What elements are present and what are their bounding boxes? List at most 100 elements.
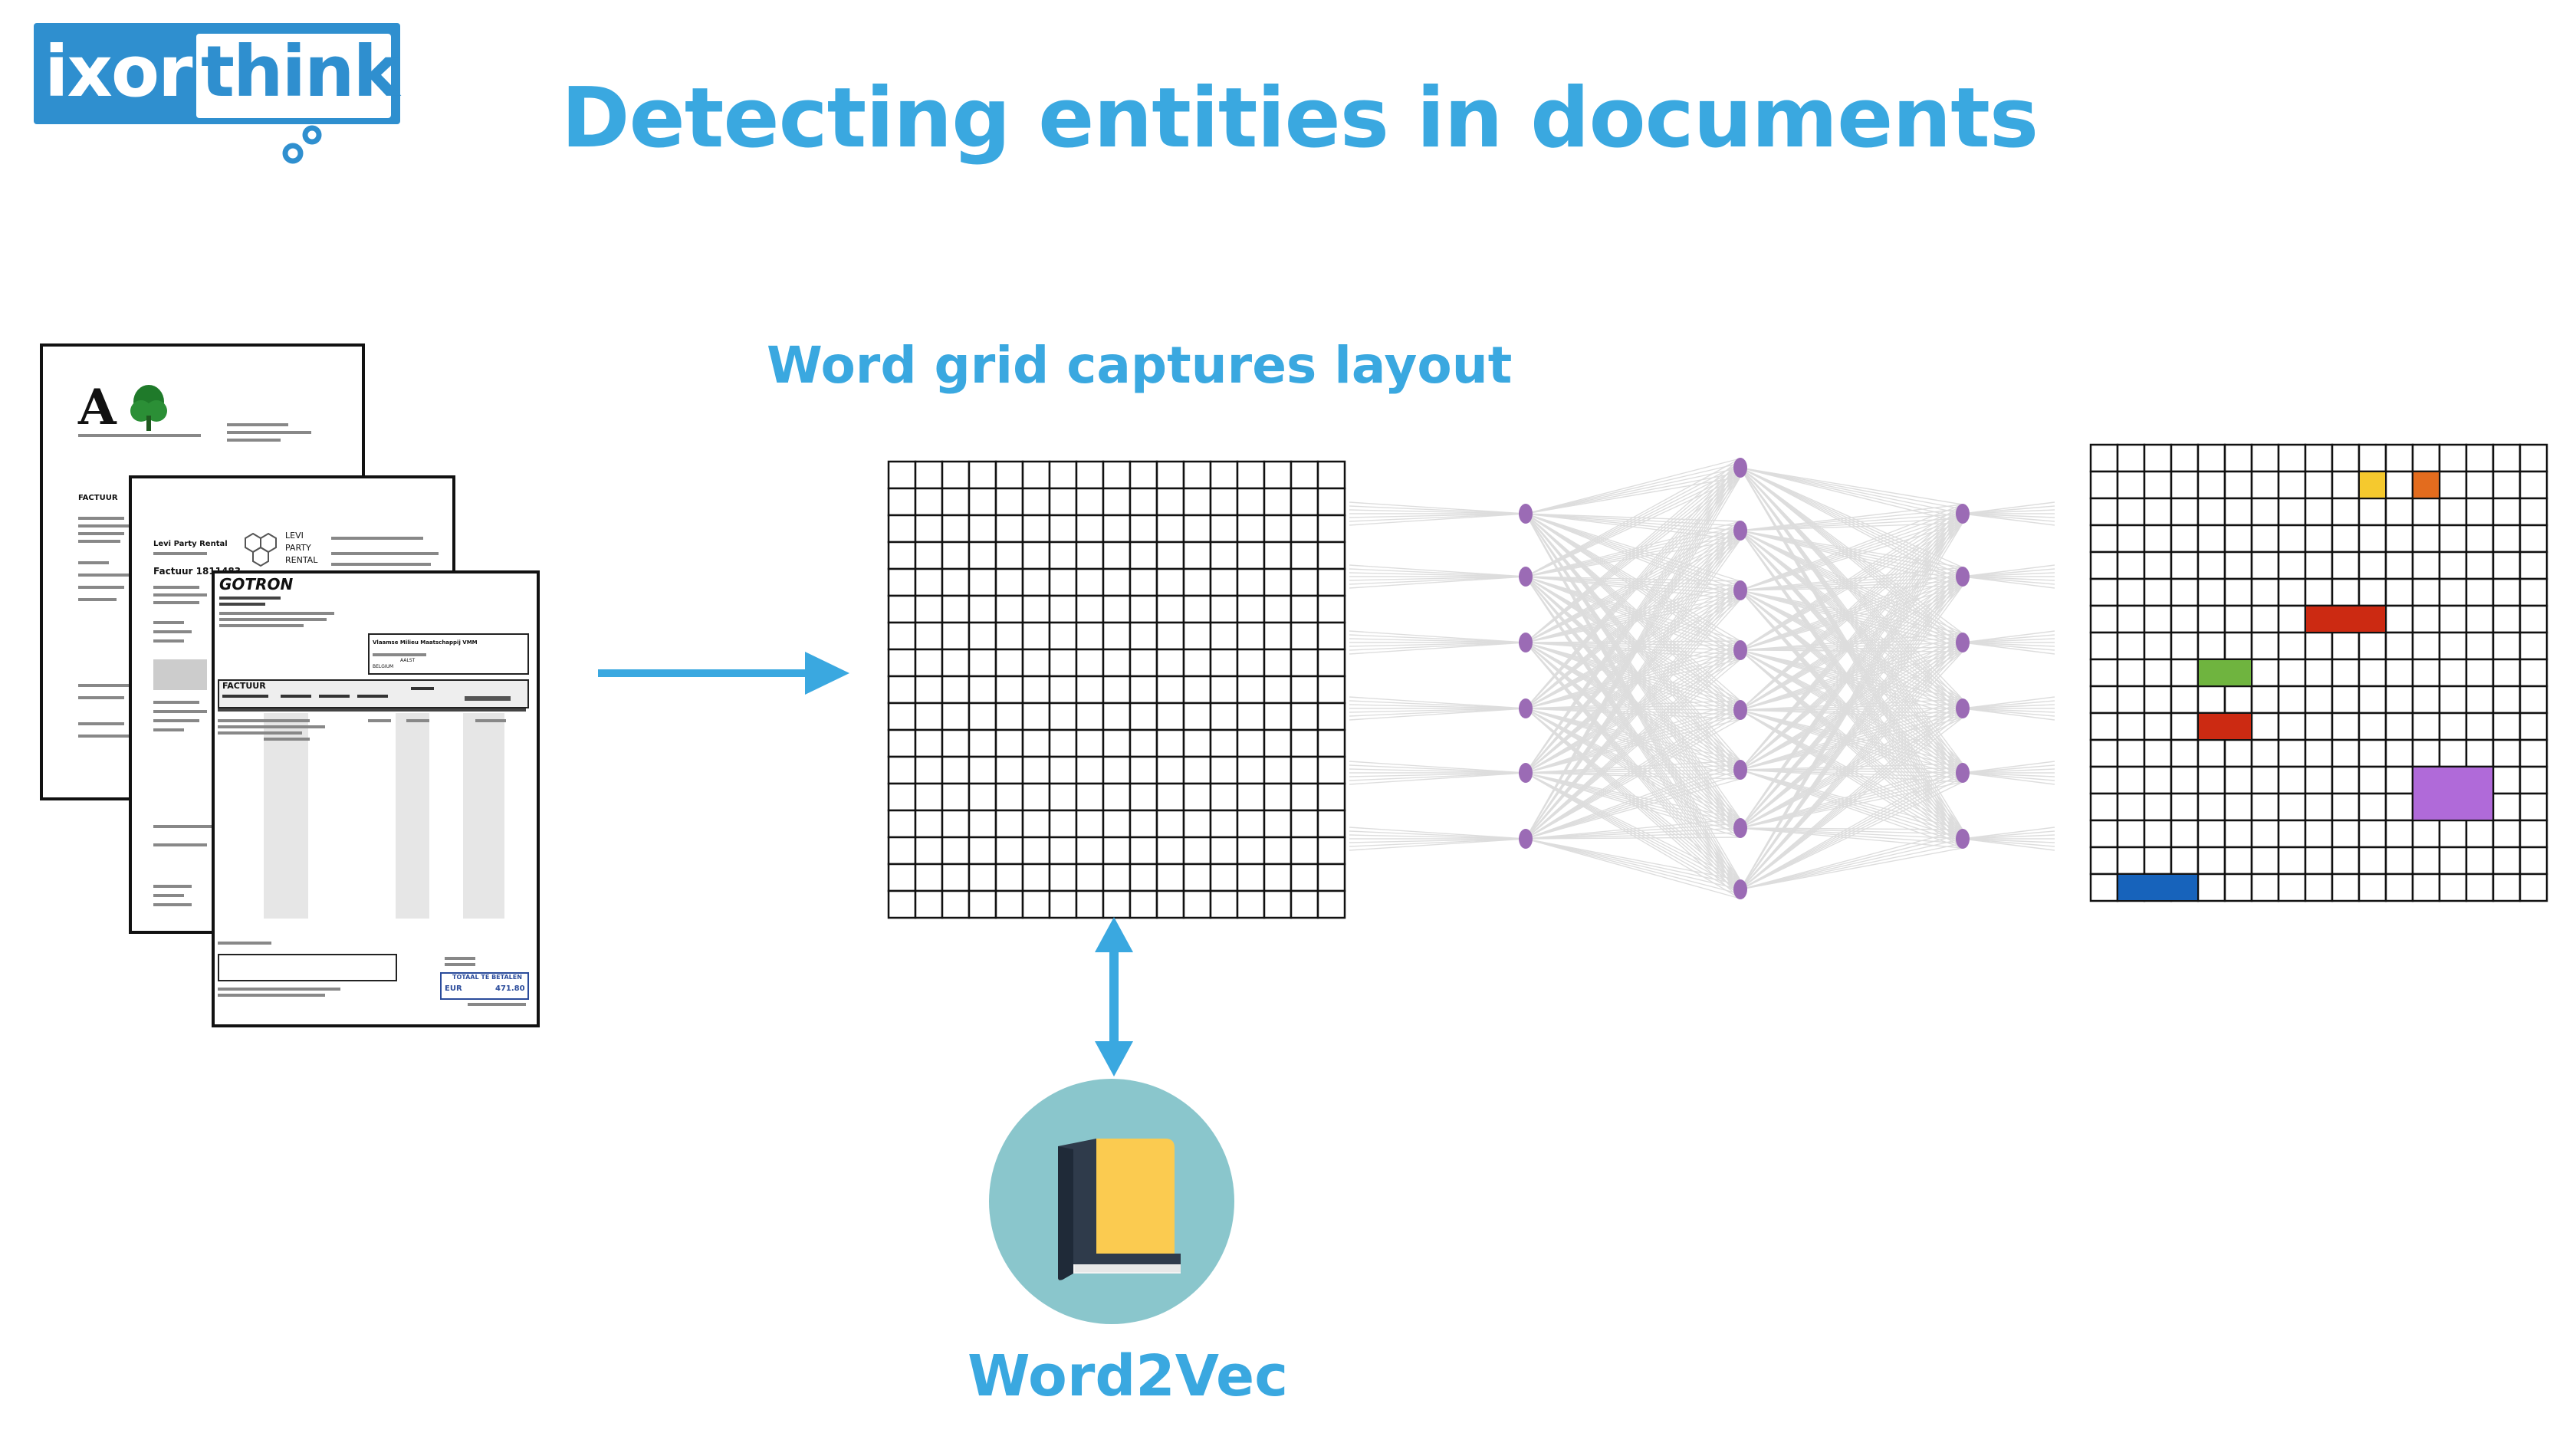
input-word-grid xyxy=(887,460,1346,919)
network-node xyxy=(1733,879,1747,899)
output-grid-cell xyxy=(2358,792,2387,822)
input-grid-cell xyxy=(968,514,997,544)
input-grid-cell xyxy=(1209,621,1239,651)
output-grid-cell xyxy=(2331,470,2361,500)
input-grid-cell xyxy=(1236,702,1266,731)
output-grid-cell xyxy=(2170,685,2200,715)
input-grid-cell xyxy=(914,809,944,839)
output-grid-cell xyxy=(2116,846,2146,876)
output-grid-cell xyxy=(2384,712,2414,741)
output-grid-cell xyxy=(2492,604,2522,634)
input-grid-cell xyxy=(1316,755,1346,785)
output-grid-cell xyxy=(2465,577,2495,607)
input-grid-cell xyxy=(887,863,917,892)
output-grid-cell xyxy=(2170,765,2200,795)
input-grid-cell xyxy=(1102,836,1132,866)
input-grid-cell xyxy=(887,487,917,517)
input-grid-cell xyxy=(887,836,917,866)
network-node xyxy=(1519,504,1533,524)
output-grid-cell xyxy=(2250,685,2280,715)
vat-table xyxy=(218,954,397,981)
input-grid-cell xyxy=(1209,728,1239,758)
input-grid-cell xyxy=(1263,648,1293,678)
input-grid-cell xyxy=(1209,541,1239,570)
output-grid-cell xyxy=(2196,792,2226,822)
output-grid-cell xyxy=(2438,873,2468,902)
output-grid-cell xyxy=(2089,738,2119,768)
output-grid-cell xyxy=(2277,685,2307,715)
output-grid-cell xyxy=(2250,738,2280,768)
entity-purple xyxy=(2413,767,2492,820)
input-grid-cell xyxy=(1263,487,1293,517)
input-grid-cell xyxy=(1021,648,1051,678)
input-grid-cell xyxy=(1102,782,1132,812)
output-grid-cell xyxy=(2465,497,2495,527)
input-grid-cell xyxy=(1290,809,1319,839)
input-grid-cell xyxy=(1236,621,1266,651)
input-grid-cell xyxy=(1316,541,1346,570)
output-grid-cell xyxy=(2116,765,2146,795)
input-grid-cell xyxy=(887,567,917,597)
input-grid-cell xyxy=(1236,567,1266,597)
input-grid-cell xyxy=(941,541,971,570)
output-grid-cell xyxy=(2411,524,2441,554)
output-grid-cell xyxy=(2518,577,2548,607)
input-grid-cell xyxy=(1290,782,1319,812)
output-grid-cell xyxy=(2492,551,2522,580)
output-grid-cell xyxy=(2250,712,2280,741)
input-grid-cell xyxy=(968,460,997,490)
input-grid-cell xyxy=(1209,675,1239,705)
input-grid-cell xyxy=(1048,755,1078,785)
output-grid-cell xyxy=(2492,443,2522,473)
output-grid-cell xyxy=(2304,470,2334,500)
output-grid-cell xyxy=(2223,873,2253,902)
output-grid-cell xyxy=(2089,470,2119,500)
input-grid-cell xyxy=(941,782,971,812)
output-grid-cell xyxy=(2384,443,2414,473)
input-grid-cell xyxy=(1182,460,1212,490)
output-grid-cell xyxy=(2170,551,2200,580)
output-grid-cell xyxy=(2089,685,2119,715)
output-grid-cell xyxy=(2518,443,2548,473)
input-grid-cell xyxy=(1263,889,1293,919)
input-grid-cell xyxy=(941,702,971,731)
output-grid-cell xyxy=(2304,443,2334,473)
output-grid-cell xyxy=(2223,497,2253,527)
document-3-total-label: TOTAAL TE BETALEN xyxy=(452,974,522,981)
network-node xyxy=(1733,818,1747,838)
output-grid-cell xyxy=(2384,685,2414,715)
output-grid-cell xyxy=(2304,712,2334,741)
output-grid-cell xyxy=(2411,712,2441,741)
input-grid-cell xyxy=(1102,675,1132,705)
output-grid-cell xyxy=(2304,738,2334,768)
input-grid-cell xyxy=(887,702,917,731)
input-grid-cell xyxy=(1048,728,1078,758)
output-grid-cell xyxy=(2250,443,2280,473)
input-grid-cell xyxy=(1021,675,1051,705)
input-grid-cell xyxy=(887,594,917,624)
output-grid-cell xyxy=(2331,738,2361,768)
output-grid-cell xyxy=(2116,604,2146,634)
output-grid-cell xyxy=(2277,631,2307,661)
input-grid-cell xyxy=(1236,728,1266,758)
input-grid-cell xyxy=(968,541,997,570)
tree-icon xyxy=(130,385,167,431)
document-1-logo: A xyxy=(78,379,117,436)
input-grid-cell xyxy=(1155,755,1185,785)
input-grid-cell xyxy=(1048,567,1078,597)
input-grid-cell xyxy=(1182,675,1212,705)
input-grid-cell xyxy=(1021,755,1051,785)
output-grid-cell xyxy=(2116,524,2146,554)
input-grid-cell xyxy=(994,863,1024,892)
input-grid-cell xyxy=(1021,702,1051,731)
output-grid-cell xyxy=(2438,470,2468,500)
output-grid-cell xyxy=(2277,658,2307,688)
document-3-country: BELGIUM xyxy=(373,664,394,669)
input-grid-cell xyxy=(914,648,944,678)
input-grid-cell xyxy=(1155,675,1185,705)
output-grid-cell xyxy=(2358,712,2387,741)
input-grid-cell xyxy=(1102,809,1132,839)
output-grid-cell xyxy=(2358,765,2387,795)
input-grid-cell xyxy=(1048,460,1078,490)
output-grid-cell xyxy=(2492,631,2522,661)
